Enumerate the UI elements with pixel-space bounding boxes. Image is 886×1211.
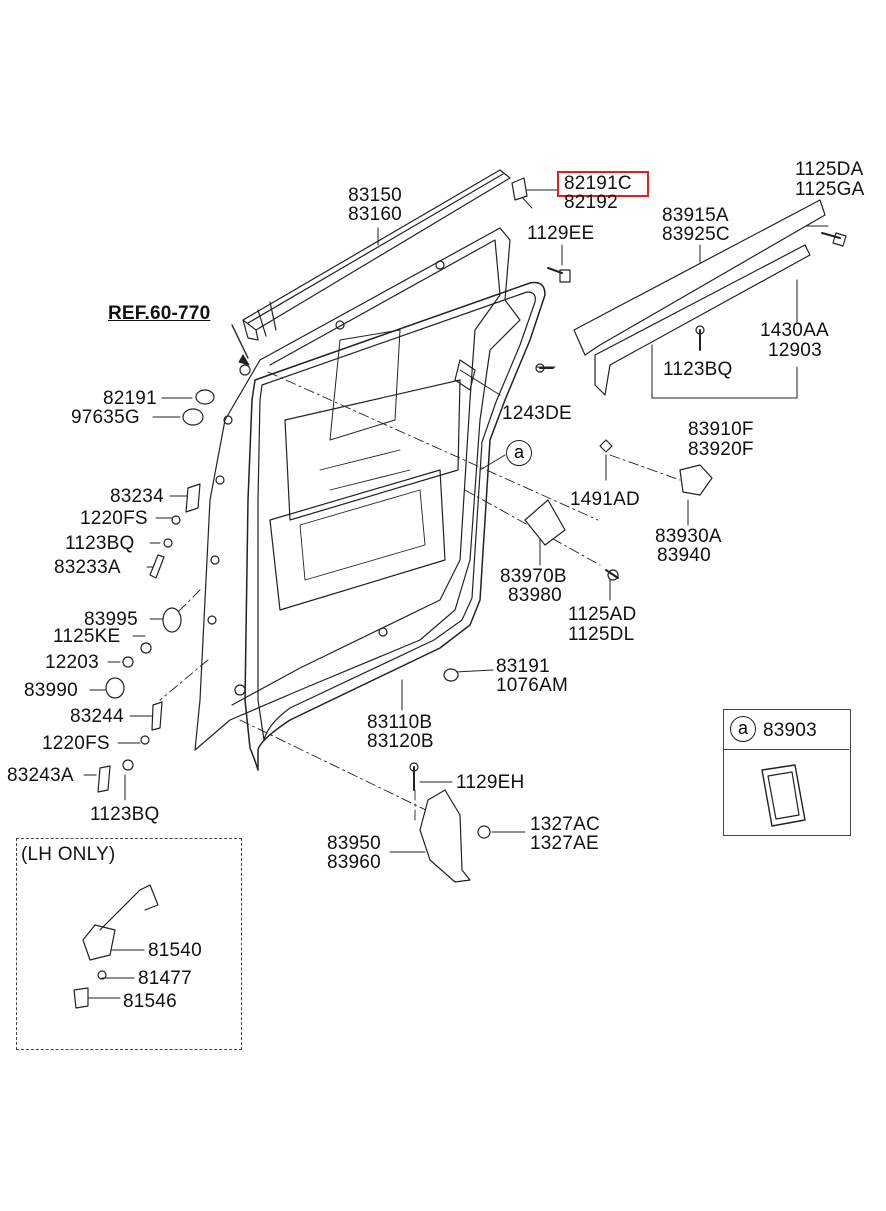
label-1220FS-bot[interactable]: 1220FS (42, 733, 110, 754)
label-1123BQ-mid[interactable]: 1123BQ (65, 533, 135, 554)
label-97635G[interactable]: 97635G (71, 407, 140, 428)
highlight-box (557, 171, 649, 197)
label-83925C[interactable]: 83925C (662, 224, 730, 245)
label-81546[interactable]: 81546 (123, 991, 177, 1012)
label-83233A[interactable]: 83233A (54, 557, 121, 578)
weatherstrip-seal (244, 281, 546, 771)
legend-header (723, 709, 849, 750)
label-1129EE[interactable]: 1129EE (527, 223, 595, 244)
reference-dash-lines (159, 371, 681, 821)
label-83980[interactable]: 83980 (508, 585, 562, 606)
label-82191[interactable]: 82191 (103, 388, 157, 409)
label-1491AD[interactable]: 1491AD (570, 489, 640, 510)
label-83160[interactable]: 83160 (348, 204, 402, 225)
legend-callout-a: a (730, 716, 756, 742)
label-81477[interactable]: 81477 (138, 968, 192, 989)
label-83150[interactable]: 83150 (348, 185, 402, 206)
label-83995[interactable]: 83995 (84, 609, 138, 630)
label-12903[interactable]: 12903 (768, 340, 822, 361)
label-1220FS-top[interactable]: 1220FS (80, 508, 148, 529)
label-1129EH[interactable]: 1129EH (456, 772, 525, 793)
window-channel-strip (242, 169, 511, 341)
label-83940[interactable]: 83940 (657, 545, 711, 566)
label-83243A[interactable]: 83243A (7, 765, 74, 786)
lh-only-title: (LH ONLY) (21, 844, 116, 865)
label-1076AM[interactable]: 1076AM (496, 675, 568, 696)
label-83903[interactable]: 83903 (763, 720, 817, 741)
door-frame (194, 227, 521, 751)
pad-83903-drawing (761, 764, 806, 827)
label-83915A[interactable]: 83915A (662, 205, 729, 226)
label-1430AA[interactable]: 1430AA (760, 320, 829, 341)
leader-lines (83, 189, 829, 999)
label-83110B[interactable]: 83110B (367, 712, 433, 733)
label-1243DE[interactable]: 1243DE (502, 403, 572, 424)
ref-label[interactable]: REF.60-770 (108, 303, 211, 324)
label-1123BQ-top[interactable]: 1123BQ (663, 359, 733, 380)
label-1125AD[interactable]: 1125AD (568, 604, 637, 625)
label-83234[interactable]: 83234 (110, 486, 164, 507)
label-1327AE[interactable]: 1327AE (530, 833, 599, 854)
label-83960[interactable]: 83960 (327, 852, 381, 873)
label-82191C[interactable]: 82191C (564, 173, 632, 194)
label-83970B[interactable]: 83970B (500, 566, 567, 587)
label-1125DA[interactable]: 1125DA (795, 159, 864, 180)
label-83910F[interactable]: 83910F (688, 419, 754, 440)
label-1125KE[interactable]: 1125KE (53, 626, 121, 647)
label-82192[interactable]: 82192 (564, 192, 618, 213)
legend-box (723, 709, 851, 836)
label-83120B[interactable]: 83120B (367, 731, 434, 752)
label-83920F[interactable]: 83920F (688, 439, 754, 460)
label-1125DL[interactable]: 1125DL (568, 624, 635, 645)
label-81540[interactable]: 81540 (148, 940, 202, 961)
label-1327AC[interactable]: 1327AC (530, 814, 600, 835)
label-1123BQ-bot[interactable]: 1123BQ (90, 804, 160, 825)
callout-a[interactable]: a (506, 440, 532, 466)
label-83950[interactable]: 83950 (327, 833, 381, 854)
label-83990[interactable]: 83990 (24, 680, 78, 701)
label-83244[interactable]: 83244 (70, 706, 124, 727)
label-12203[interactable]: 12203 (45, 652, 99, 673)
lh-only-inset (16, 838, 242, 1050)
label-83191[interactable]: 83191 (496, 656, 550, 677)
small-hardware (73, 177, 847, 1009)
label-1125GA[interactable]: 1125GA (795, 179, 865, 200)
label-83930A[interactable]: 83930A (655, 526, 722, 547)
